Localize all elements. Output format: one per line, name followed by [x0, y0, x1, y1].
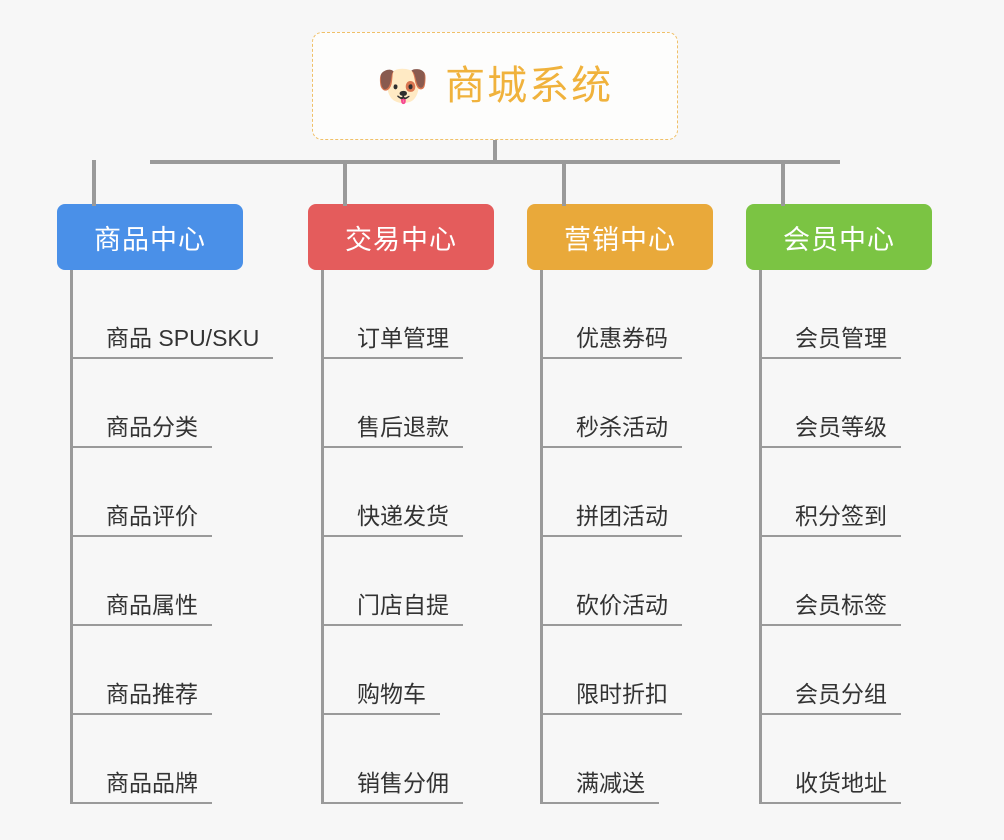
leaf-item[interactable]: 门店自提: [308, 537, 494, 626]
leaf-item-label: 快递发货: [321, 502, 463, 537]
leaf-item[interactable]: 会员等级: [746, 359, 932, 448]
leaf-item[interactable]: 满减送: [527, 715, 713, 804]
leaf-item[interactable]: 会员分组: [746, 626, 932, 715]
leaf-item[interactable]: 会员标签: [746, 537, 932, 626]
leaf-item[interactable]: 销售分佣: [308, 715, 494, 804]
leaf-item[interactable]: 会员管理: [746, 270, 932, 359]
leaf-item[interactable]: 优惠券码: [527, 270, 713, 359]
branch-bus-connector: [150, 160, 840, 164]
branch-spine: [321, 270, 324, 804]
leaf-item-label: 积分签到: [759, 502, 901, 537]
leaf-item[interactable]: 商品 SPU/SKU: [57, 270, 274, 359]
leaf-item[interactable]: 快递发货: [308, 448, 494, 537]
leaf-item[interactable]: 商品品牌: [57, 715, 273, 804]
leaf-item[interactable]: 砍价活动: [527, 537, 713, 626]
branch-trade-center: 交易中心订单管理售后退款快递发货门店自提购物车销售分佣: [308, 204, 494, 804]
branch-header-label: 营销中心: [564, 224, 676, 255]
branch-header-marketing-center[interactable]: 营销中心: [527, 204, 713, 270]
branch-header-label: 商品中心: [94, 224, 206, 255]
branch-header-product-center[interactable]: 商品中心: [57, 204, 243, 270]
leaf-item[interactable]: 商品评价: [57, 448, 273, 537]
branch-spine: [759, 270, 762, 804]
branch-drop-connector: [92, 160, 96, 206]
leaf-item-label: 商品属性: [70, 591, 212, 626]
branch-spine: [540, 270, 543, 804]
leaf-item[interactable]: 限时折扣: [527, 626, 713, 715]
branch-product-center: 商品中心商品 SPU/SKU 商品分类商品评价商品属性商品推荐商品品牌: [57, 204, 274, 804]
leaf-item-label: 收货地址: [759, 769, 901, 804]
shiba-dog-face-icon: 🐶: [376, 62, 430, 109]
leaf-item-label: 会员等级: [759, 413, 901, 448]
branch-member-center: 会员中心会员管理会员等级积分签到会员标签会员分组收货地址: [746, 204, 932, 804]
leaf-item-label: 订单管理: [321, 324, 463, 359]
branch-drop-connector: [343, 160, 347, 206]
leaf-item[interactable]: 售后退款: [308, 359, 494, 448]
root-title: 商城系统: [445, 64, 614, 108]
leaf-item-label: 商品推荐: [70, 680, 212, 715]
leaf-item-label: 门店自提: [321, 591, 463, 626]
leaf-item[interactable]: 拼团活动: [527, 448, 713, 537]
leaf-item-label: 限时折扣: [540, 680, 682, 715]
leaf-item-label: 砍价活动: [540, 591, 682, 626]
leaf-item-label: 秒杀活动: [540, 413, 682, 448]
branch-drop-connector: [562, 160, 566, 206]
branch-header-label: 会员中心: [783, 224, 895, 255]
leaf-item-label: 优惠券码: [540, 324, 682, 359]
leaf-item[interactable]: 商品分类: [57, 359, 273, 448]
branch-header-trade-center[interactable]: 交易中心: [308, 204, 494, 270]
leaf-item[interactable]: 秒杀活动: [527, 359, 713, 448]
branch-spine: [70, 270, 73, 804]
root-node[interactable]: 🐶 商城系统: [312, 32, 678, 140]
leaf-item-label: 商品评价: [70, 502, 212, 537]
leaf-item-label: 会员管理: [759, 324, 901, 359]
leaf-item[interactable]: 订单管理: [308, 270, 494, 359]
branch-drop-connector: [781, 160, 785, 206]
leaf-item-label: 售后退款: [321, 413, 463, 448]
leaf-item[interactable]: 商品推荐: [57, 626, 273, 715]
branch-items-marketing-center: 优惠券码秒杀活动拼团活动砍价活动限时折扣满减送: [527, 270, 713, 804]
root-stem-connector: [493, 140, 497, 163]
leaf-item-label: 会员分组: [759, 680, 901, 715]
leaf-item-label: 拼团活动: [540, 502, 682, 537]
leaf-item[interactable]: 积分签到: [746, 448, 932, 537]
leaf-item-label: 商品 SPU/SKU: [70, 324, 274, 359]
leaf-item-label: 销售分佣: [321, 769, 463, 804]
leaf-item-label: 会员标签: [759, 591, 901, 626]
branch-items-member-center: 会员管理会员等级积分签到会员标签会员分组收货地址: [746, 270, 932, 804]
leaf-item-label: 购物车: [321, 680, 440, 715]
leaf-item[interactable]: 收货地址: [746, 715, 932, 804]
leaf-item-label: 满减送: [540, 769, 659, 804]
leaf-item-label: 商品品牌: [70, 769, 212, 804]
branch-header-member-center[interactable]: 会员中心: [746, 204, 932, 270]
leaf-item[interactable]: 购物车: [308, 626, 494, 715]
branch-marketing-center: 营销中心优惠券码秒杀活动拼团活动砍价活动限时折扣满减送: [527, 204, 713, 804]
leaf-item-label: 商品分类: [70, 413, 212, 448]
leaf-item[interactable]: 商品属性: [57, 537, 273, 626]
branch-header-label: 交易中心: [345, 224, 457, 255]
branch-items-product-center: 商品 SPU/SKU 商品分类商品评价商品属性商品推荐商品品牌: [57, 270, 274, 804]
branch-items-trade-center: 订单管理售后退款快递发货门店自提购物车销售分佣: [308, 270, 494, 804]
